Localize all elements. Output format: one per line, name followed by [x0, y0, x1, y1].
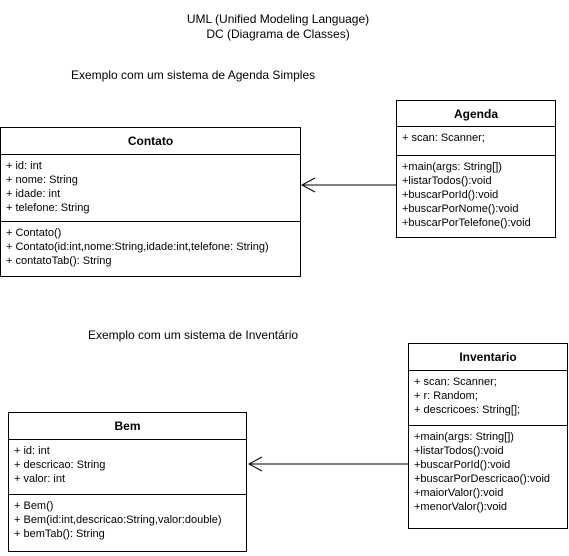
class-bem-attributes: + id: int + descricao: String + valor: i… — [9, 440, 246, 495]
class-bem[interactable]: Bem + id: int + descricao: String + valo… — [8, 412, 247, 552]
method: +buscarPorId():void — [402, 189, 499, 201]
method: + Bem(id:int,descricao:String,valor:doub… — [14, 514, 222, 526]
method: + Contato(id:int,nome:String,idade:int,t… — [6, 241, 269, 253]
class-agenda[interactable]: Agenda + scan: Scanner; +main(args: Stri… — [396, 100, 556, 238]
method: + contatoTab(): String — [6, 255, 112, 267]
section-caption-agenda: Exemplo com um sistema de Agenda Simples — [71, 68, 316, 82]
method: +listarTodos():void — [402, 175, 492, 187]
method: +buscarPorTelefone():void — [402, 217, 531, 229]
attribute: + descricao: String — [14, 459, 106, 471]
class-inventario[interactable]: Inventario + scan: Scanner; + r: Random;… — [408, 343, 568, 529]
class-bem-name: Bem — [9, 413, 246, 440]
method: + bemTab(): String — [14, 528, 105, 540]
attribute: + descricoes: String[]; — [414, 404, 521, 416]
section-caption-inventario: Exemplo com um sistema de Inventário — [88, 328, 299, 342]
attribute: + valor: int — [14, 473, 66, 485]
class-contato-methods: + Contato() + Contato(id:int,nome:String… — [1, 222, 300, 268]
method: + Bem() — [14, 500, 54, 512]
method: +main(args: String[]) — [414, 431, 514, 443]
method: +buscarPorNome():void — [402, 203, 519, 215]
method: +menorValor():void — [414, 501, 508, 513]
method: +listarTodos():void — [414, 445, 504, 457]
class-inventario-attributes: + scan: Scanner; + r: Random; + descrico… — [409, 371, 567, 426]
attribute: + scan: Scanner; — [402, 132, 485, 144]
attribute: + idade: int — [6, 188, 61, 200]
agenda-to-contato-arrowhead — [300, 177, 316, 193]
attribute: + id: int — [14, 445, 50, 457]
class-contato[interactable]: Contato + id: int + nome: String + idade… — [0, 127, 301, 277]
method: +main(args: String[]) — [402, 161, 502, 173]
attribute: + scan: Scanner; — [414, 376, 497, 388]
class-agenda-attributes: + scan: Scanner; — [397, 127, 555, 156]
class-bem-methods: + Bem() + Bem(id:int,descricao:String,va… — [9, 495, 246, 541]
class-agenda-methods: +main(args: String[]) +listarTodos():voi… — [397, 156, 555, 230]
method: +buscarPorId():void — [414, 459, 511, 471]
class-contato-name: Contato — [1, 128, 300, 155]
class-inventario-methods: +main(args: String[]) +listarTodos():voi… — [409, 426, 567, 514]
method: +buscarPorDescricao():void — [414, 473, 551, 485]
attribute: + r: Random; — [414, 390, 478, 402]
diagram-header-line2: DC (Diagrama de Classes) — [206, 27, 350, 41]
method: +maiorValor():void — [414, 487, 504, 499]
class-inventario-name: Inventario — [409, 344, 567, 371]
diagram-header-line1: UML (Unified Modeling Language) — [186, 12, 370, 26]
attribute: + id: int — [6, 160, 42, 172]
attribute: + nome: String — [6, 174, 78, 186]
attribute: + telefone: String — [6, 202, 90, 214]
class-agenda-name: Agenda — [397, 101, 555, 127]
method: + Contato() — [6, 227, 62, 239]
inventario-to-bem-arrowhead — [247, 456, 263, 472]
class-contato-attributes: + id: int + nome: String + idade: int + … — [1, 155, 300, 222]
